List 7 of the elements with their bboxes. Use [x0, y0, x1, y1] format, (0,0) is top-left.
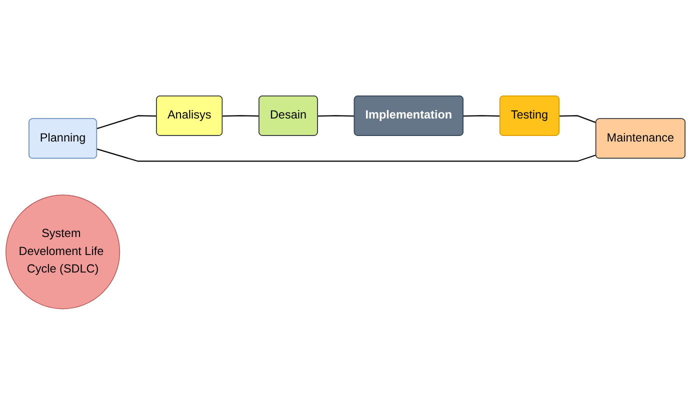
- connector: [559, 115, 596, 124]
- connector: [96, 148, 596, 162]
- connector: [222, 115, 260, 117]
- connector: [318, 115, 355, 117]
- connector: [96, 115, 157, 130]
- node-circle: System Develoment Life Cycle (SDLC): [6, 194, 120, 310]
- connector: [463, 115, 500, 117]
